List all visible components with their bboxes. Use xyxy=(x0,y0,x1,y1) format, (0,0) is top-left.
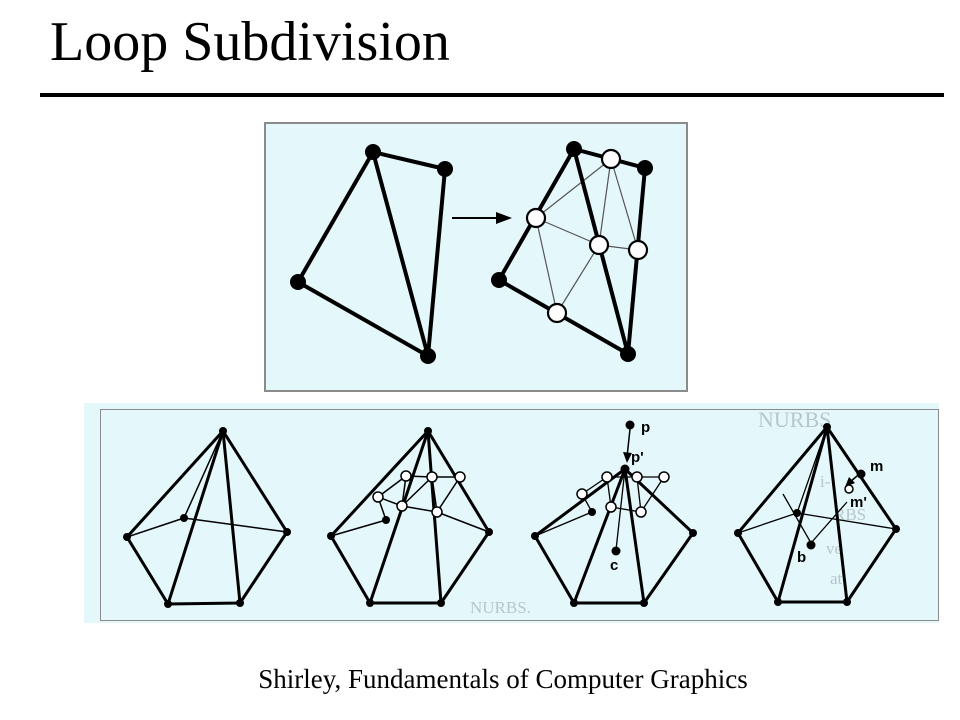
label-m-prime: m' xyxy=(850,494,867,511)
pyramid-2-new-vertex xyxy=(372,470,466,518)
point-b xyxy=(806,540,816,550)
background-text-line: NURBS. xyxy=(470,598,531,617)
source-caption: Shirley, Fundamentals of Computer Graphi… xyxy=(258,664,748,694)
label-p-prime: p' xyxy=(631,449,644,466)
label-m: m xyxy=(870,458,883,475)
point-p-prime xyxy=(620,464,630,474)
point-p-marker xyxy=(623,420,635,463)
pyramid-3-vertex xyxy=(531,508,697,607)
original-vertex xyxy=(491,141,653,362)
pyramid-4-vertex xyxy=(734,423,900,606)
subdivided-fine-edges xyxy=(535,158,639,314)
label-p: p xyxy=(641,419,650,436)
title-divider xyxy=(40,93,944,97)
figure-frame xyxy=(100,409,939,621)
pyramid-3 xyxy=(533,467,695,605)
background-text-line: at xyxy=(830,569,843,588)
background-text-line: i- xyxy=(820,472,831,491)
background-heading: NURBS xyxy=(758,407,832,432)
pyramid-2-vertex xyxy=(327,427,493,607)
background-text-line: RBS xyxy=(834,505,867,524)
pyramid-3-new-vertex xyxy=(576,471,670,518)
pyramid-2 xyxy=(329,429,491,605)
background-text-line: ve xyxy=(826,539,843,558)
pyramid-1-vertex xyxy=(123,427,291,608)
arrow-icon xyxy=(452,212,512,224)
label-b: b xyxy=(797,549,806,566)
new-vertex xyxy=(525,148,649,324)
label-c: c xyxy=(610,557,618,574)
original-vertex xyxy=(290,144,453,364)
point-m-prime xyxy=(844,484,854,494)
point-c xyxy=(611,546,621,556)
subdivided-mesh xyxy=(497,147,647,356)
slide-title: Loop Subdivision xyxy=(50,11,450,73)
pyramid-4 xyxy=(736,426,898,604)
pyramid-1 xyxy=(125,429,289,606)
original-mesh xyxy=(296,150,447,358)
